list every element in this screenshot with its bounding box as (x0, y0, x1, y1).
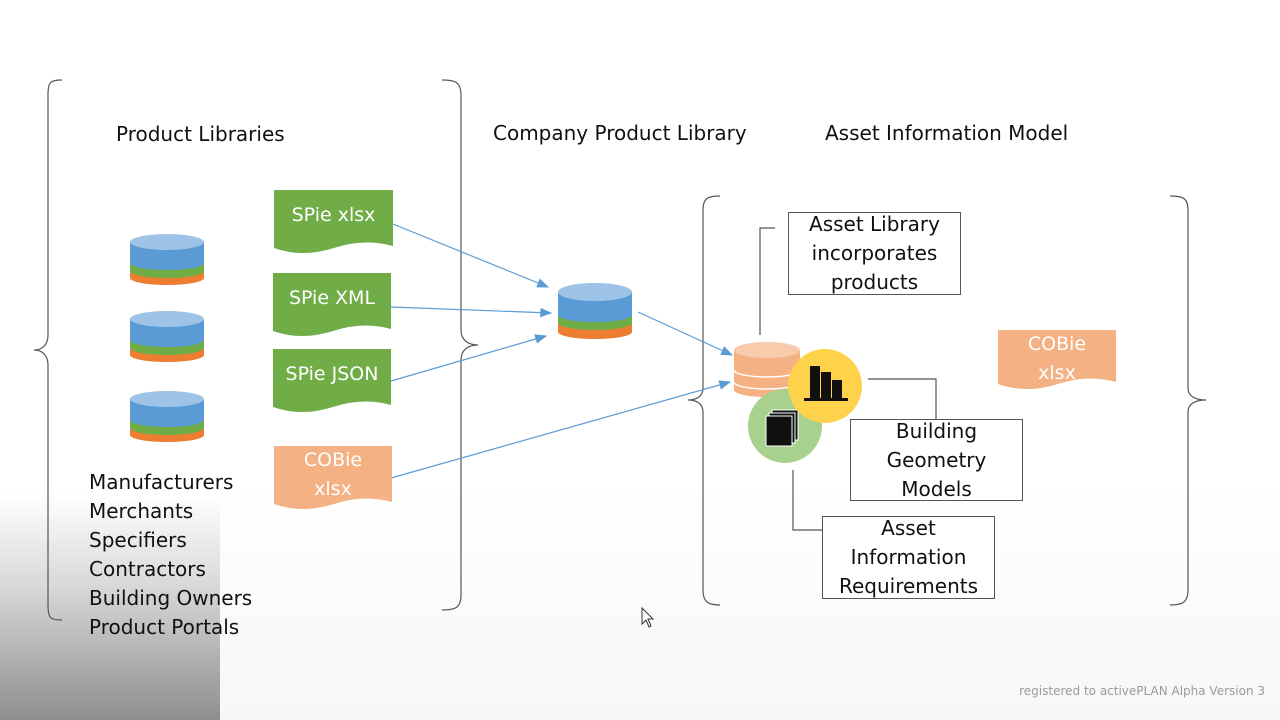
list-item: Contractors (89, 557, 206, 581)
cobie-right-document: COBie xlsx (998, 330, 1116, 396)
spie-json-label: SPie JSON (285, 363, 379, 385)
geometry-connector (868, 378, 937, 420)
asset-model-heading: Asset Information Model (825, 121, 1069, 145)
arrow-spie-xlsx (392, 223, 550, 288)
spie-xlsx-label: SPie xlsx (291, 204, 376, 226)
cobie-right-label: COBie (1027, 333, 1087, 355)
list-item: Merchants (89, 499, 194, 523)
asset-library-line-3: products (830, 270, 919, 294)
asset-library-line-2: incorporates (811, 241, 938, 265)
list-item: Product Portals (89, 615, 240, 639)
spie-xml-label: SPie XML (288, 287, 376, 309)
company-database-icon (558, 283, 632, 339)
asset-requirements-line-1: Asset (881, 516, 936, 540)
asset-database-icon (733, 342, 801, 397)
product-libraries-heading: Product Libraries (116, 122, 285, 146)
building-geometry-box: Building Geometry Models (850, 419, 1023, 501)
cobie-left-label: COBie (303, 449, 363, 471)
arrow-cobie (390, 380, 732, 479)
arrow-company-to-asset (637, 311, 734, 356)
spie-xlsx-document: SPie xlsx (274, 190, 393, 254)
asset-right-brace (1169, 195, 1207, 606)
database-icon (130, 234, 204, 285)
spie-json-document: SPie JSON (273, 349, 391, 413)
asset-left-brace (687, 195, 721, 606)
list-item: Manufacturers (89, 470, 234, 494)
sources-list: Manufacturers Merchants Specifiers Contr… (89, 468, 252, 642)
watermark-text: registered to activePLAN Alpha Version 3 (1019, 684, 1265, 698)
building-geometry-line-3: Models (901, 476, 972, 501)
list-item: Building Owners (89, 586, 253, 610)
arrow-spie-json (390, 334, 548, 382)
cobie-right-format: xlsx (1038, 362, 1076, 384)
background-gray-panel (0, 495, 220, 720)
asset-model-icon-group (733, 342, 862, 463)
requirements-connector (792, 470, 822, 531)
asset-library-connector (759, 227, 775, 335)
mouse-cursor-icon (641, 607, 655, 628)
asset-library-line-1: Asset Library (809, 212, 940, 236)
building-geometry-line-2: Geometry (886, 447, 987, 472)
cobie-left-document: COBie xlsx (274, 446, 392, 512)
asset-requirements-line-3: Requirements (838, 574, 979, 598)
spie-xml-document: SPie XML (273, 273, 391, 337)
cobie-left-format: xlsx (314, 478, 352, 500)
building-geometry-line-1: Building (895, 418, 978, 443)
company-library-heading: Company Product Library (493, 121, 747, 145)
asset-library-box: Asset Library incorporates products (788, 212, 961, 295)
building-icon (788, 349, 862, 423)
asset-requirements-box: Asset Information Requirements (822, 516, 995, 599)
middle-brace (441, 79, 479, 611)
left-brace (33, 79, 63, 621)
list-item: Specifiers (89, 528, 187, 552)
database-icon (130, 311, 204, 362)
asset-requirements-line-2: Information (850, 545, 967, 569)
arrow-spie-xml (390, 306, 553, 318)
database-icon (130, 391, 204, 442)
